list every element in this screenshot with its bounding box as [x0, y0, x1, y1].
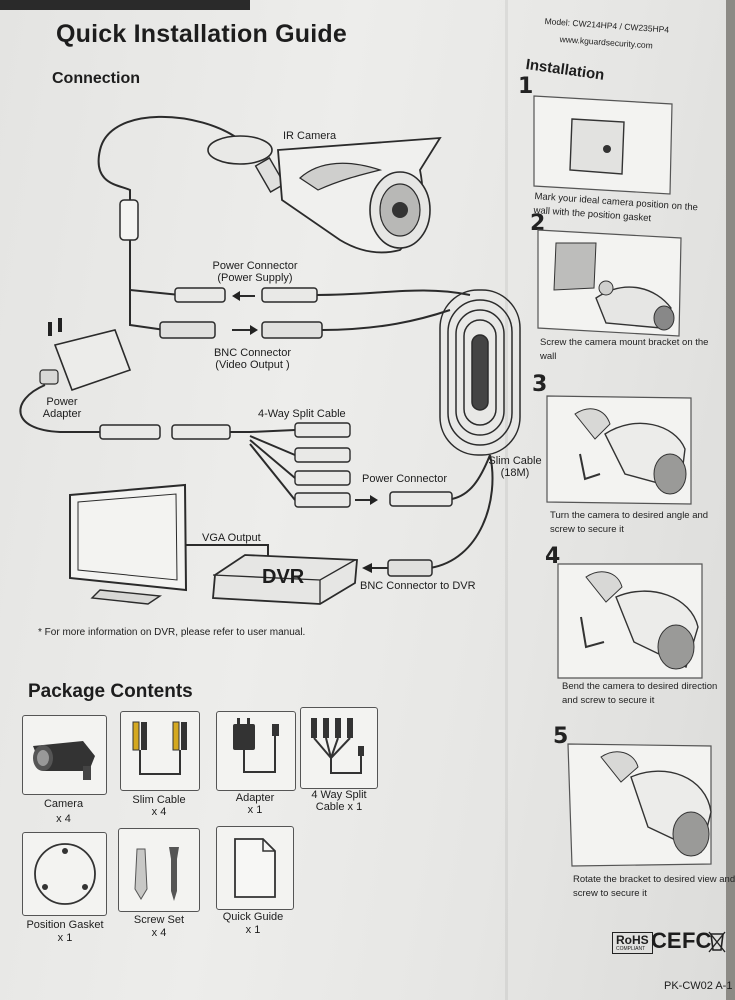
package-item-slim-cable [120, 711, 200, 791]
arrow-right-icon [250, 325, 258, 335]
package-item-screw-set-qty: x 4 [151, 927, 167, 939]
package-item-position-gasket-qty: x 1 [57, 932, 73, 944]
package-item-adapter-name: Adapter [235, 792, 275, 804]
model-number: Model: CW214HP4 / CW235HP4 [544, 16, 670, 35]
label-ir-camera: IR Camera [283, 130, 337, 142]
website-text: www.kguardsecurity.com [559, 34, 654, 51]
fcc-logo: FC [682, 928, 712, 953]
top-edge-strip [0, 0, 250, 10]
power-adapter-drawing [39, 318, 132, 392]
package-item-split-cable-name: 4 Way Split Cable x 1 [311, 789, 367, 813]
label-vga-output: VGA Output [202, 532, 261, 544]
arrow-right-icon [370, 495, 378, 505]
adapter-icon [233, 718, 279, 773]
package-item-adapter [216, 711, 296, 791]
bnc-plug-right [261, 321, 323, 339]
rohs-logo: RoHS COMPLIANT [612, 932, 653, 954]
step-2-illustration [537, 229, 682, 337]
slim-cable-coil [439, 289, 521, 456]
label-power-connector-supply: Power Connector (Power Supply) [212, 260, 298, 284]
package-item-position-gasket-name: Position Gasket [26, 919, 104, 931]
power-plug-male [261, 287, 318, 303]
arrow-left-icon [362, 563, 372, 573]
package-item-camera [22, 715, 107, 795]
ir-camera-drawing [207, 135, 442, 254]
label-slim-cable: Slim Cable (18M) [488, 455, 542, 479]
package-item-position-gasket [22, 832, 107, 916]
package-heading: Package Contents [28, 681, 193, 702]
package-item-quick-guide-qty: x 1 [245, 924, 261, 936]
label-power-adapter: Power Adapter [42, 396, 82, 420]
package-item-slim-cable-qty: x 4 [151, 806, 167, 818]
camera-cable [97, 115, 241, 250]
step-4-number: 4 [545, 544, 561, 569]
dvr-note: * For more information on DVR, please re… [38, 627, 306, 638]
installation-heading: Installation [524, 56, 606, 84]
label-split-cable: 4-Way Split Cable [258, 408, 346, 420]
rohs-subtext: COMPLIANT [616, 946, 646, 952]
slim-cable-icon [132, 721, 187, 775]
step-2-caption: Screw the camera mount bracket on the wa… [540, 337, 709, 362]
package-item-adapter-qty: x 1 [247, 804, 263, 816]
monitor-drawing [69, 483, 188, 605]
bnc-plug-left [159, 321, 216, 339]
step-5-number: 5 [553, 724, 569, 749]
step-3-number: 3 [532, 372, 548, 397]
arrow-left-icon [232, 291, 240, 301]
page-title: Quick Installation Guide [56, 20, 347, 48]
package-item-screw-set-name: Screw Set [133, 914, 185, 926]
step-3-illustration [546, 395, 692, 505]
connection-diagram [19, 115, 521, 605]
step-4-illustration [557, 563, 703, 679]
step-4-caption: Bend the camera to desired direction and… [562, 681, 718, 706]
package-item-slim-cable-name: Slim Cable [132, 794, 186, 806]
ce-logo: CE [651, 928, 682, 953]
step-1-number: 1 [518, 74, 534, 99]
package-item-split-cable [300, 707, 378, 789]
weee-bin-icon [708, 931, 726, 953]
dvr-drawing [212, 554, 358, 605]
step-1-illustration [533, 95, 673, 195]
step-3-caption: Turn the camera to desired angle and scr… [550, 510, 709, 535]
product-code: PK-CW02 A-1 [664, 980, 733, 992]
label-bnc-to-dvr: BNC Connector to DVR [360, 580, 476, 592]
package-item-camera-qty: x 4 [56, 813, 71, 825]
step-5-caption: Rotate the bracket to desired view and s… [573, 874, 735, 899]
package-item-quick-guide-name: Quick Guide [222, 911, 284, 923]
package-item-quick-guide [216, 826, 294, 910]
connection-heading: Connection [52, 70, 140, 87]
step-5-illustration [567, 743, 712, 867]
page-fold [505, 0, 508, 1000]
position-gasket-icon [34, 843, 96, 905]
label-power-connector: Power Connector [362, 473, 447, 485]
label-dvr: DVR [262, 566, 305, 588]
screw-icon [134, 847, 179, 901]
package-item-screw-set [118, 828, 200, 912]
cable-joint [119, 199, 139, 241]
document-icon [234, 838, 276, 898]
split-cable-icon [311, 718, 364, 774]
camera-icon [33, 741, 95, 780]
label-bnc-connector-video: BNC Connector (Video Output ) [213, 347, 292, 371]
package-item-camera-name: Camera [43, 798, 84, 810]
power-plug-female [174, 287, 226, 303]
